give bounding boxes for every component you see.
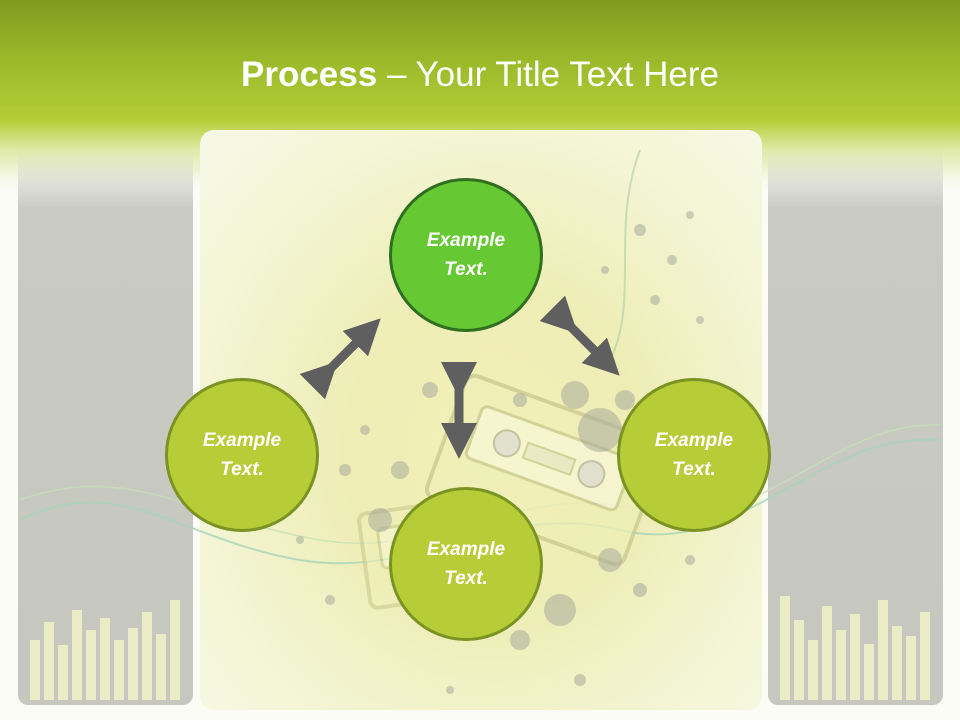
equalizer-right-icon [780,596,930,700]
title-bold: Process [241,55,378,94]
right-side-panel [768,150,943,705]
process-node-top: Example Text. [389,178,543,332]
arrow-top-right-icon [539,295,620,376]
node-label: Example Text. [654,430,734,480]
slide-title: Process – Your Title Text Here [0,52,960,98]
equalizer-left-icon [30,600,180,700]
process-node-bottom: Example Text. [389,487,543,641]
title-rest: – Your Title Text Here [377,55,719,94]
arrow-left-top-icon [299,318,381,400]
left-side-panel [18,150,193,705]
node-label: Example Text. [426,230,506,280]
node-label: Example Text. [202,430,282,480]
process-node-right: Example Text. [617,378,771,532]
process-node-left: Example Text. [165,378,319,532]
node-label: Example Text. [426,539,506,589]
